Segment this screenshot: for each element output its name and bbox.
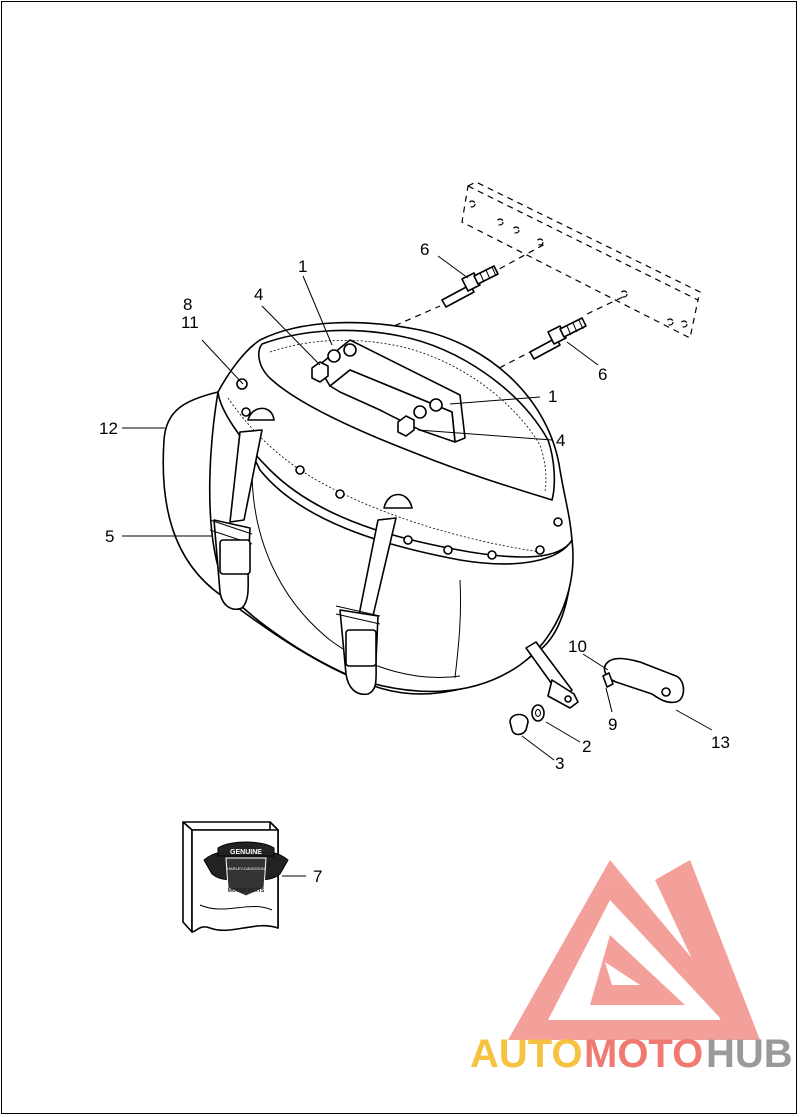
acorn-nut bbox=[509, 713, 529, 736]
callout-labels: 1 1 2 3 4 4 5 6 6 7 8 9 10 11 12 13 bbox=[99, 240, 730, 886]
strap-right bbox=[335, 493, 413, 696]
mounting-bracket bbox=[311, 339, 466, 443]
badge-brand-text: HARLEY-DAVIDSON bbox=[227, 866, 265, 871]
callout-11: 11 bbox=[181, 313, 199, 332]
callout-12: 12 bbox=[99, 419, 118, 438]
callout-8: 8 bbox=[183, 295, 192, 314]
callout-2: 2 bbox=[582, 737, 591, 756]
genuine-motor-parts-badge: GENUINE HARLEY-DAVIDSON MOTOR PARTS bbox=[203, 841, 289, 897]
stud-lower bbox=[529, 317, 587, 360]
callout-3: 3 bbox=[555, 754, 564, 773]
callout-6-upper: 6 bbox=[420, 240, 429, 259]
callout-4-upper: 4 bbox=[254, 285, 263, 304]
watermark-wordmark: AUTO MOTO HUB bbox=[470, 1032, 793, 1076]
watermark-auto: AUTO bbox=[470, 1032, 583, 1076]
badge-top-text: GENUINE bbox=[230, 849, 262, 856]
callout-1-upper: 1 bbox=[298, 257, 307, 276]
strap-left bbox=[209, 407, 275, 610]
mount-plate bbox=[603, 657, 685, 704]
callout-4-lower: 4 bbox=[556, 431, 565, 450]
badge-bottom-text: MOTOR PARTS bbox=[228, 888, 265, 894]
callout-1-lower: 1 bbox=[548, 387, 557, 406]
watermark-logo-icon bbox=[508, 860, 760, 1040]
watermark-hub: HUB bbox=[706, 1032, 793, 1076]
mount-pin bbox=[602, 672, 614, 688]
callout-5: 5 bbox=[105, 527, 114, 546]
callout-13: 13 bbox=[711, 733, 730, 752]
stud-upper bbox=[441, 265, 499, 308]
callout-7: 7 bbox=[313, 867, 322, 886]
callout-9: 9 bbox=[608, 715, 617, 734]
leader-lines bbox=[122, 255, 713, 877]
callout-6-lower: 6 bbox=[598, 365, 607, 384]
watermark-moto: MOTO bbox=[584, 1032, 703, 1076]
rear-mount-stud bbox=[525, 641, 579, 709]
washer bbox=[531, 704, 545, 722]
callout-10: 10 bbox=[568, 637, 587, 656]
mounting-rail-phantom bbox=[384, 181, 701, 379]
